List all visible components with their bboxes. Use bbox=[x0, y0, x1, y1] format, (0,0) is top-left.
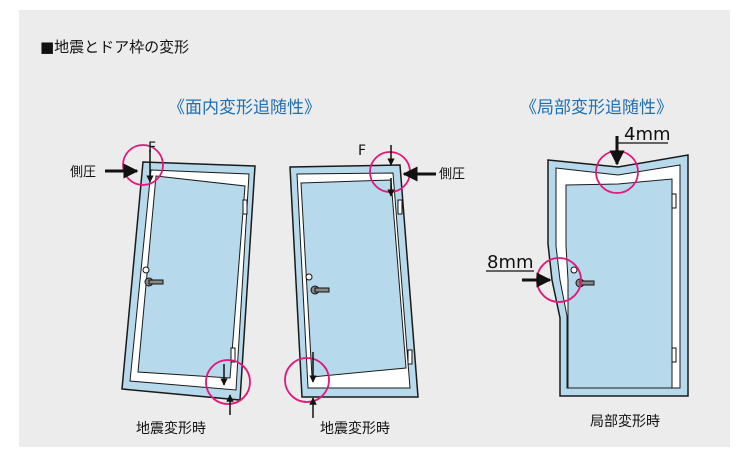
door-2-leaf bbox=[300, 179, 407, 378]
door-1-knob bbox=[142, 266, 150, 274]
door-2-circle-bottom bbox=[284, 357, 330, 403]
door-1-leaf bbox=[137, 175, 246, 379]
force-label-mid: F bbox=[358, 143, 366, 159]
dimension-top: 4mm bbox=[624, 124, 671, 145]
door-3-hinge-bottom bbox=[671, 347, 677, 363]
caption-door-2: 地震変形時 bbox=[320, 420, 390, 437]
heading-local: 《局部変形追随性》 bbox=[520, 98, 673, 118]
door-1-hinge-bottom bbox=[230, 347, 236, 363]
door-1-circle-top bbox=[122, 144, 164, 186]
door-1-handle-lever bbox=[148, 279, 164, 285]
dimension-side: 8mm bbox=[487, 252, 534, 273]
side-pressure-left: 側圧 bbox=[70, 165, 96, 180]
door-1: F 側圧 地震変形時 bbox=[70, 140, 256, 437]
force-label-left: F bbox=[148, 140, 156, 156]
door-3-hinge-top bbox=[671, 193, 677, 209]
door-3-handle-lever bbox=[579, 280, 595, 286]
caption-door-3: 局部変形時 bbox=[590, 413, 660, 430]
door-2: F 側圧 地震変形時 bbox=[284, 143, 465, 437]
door-1-circle-bottom bbox=[205, 359, 251, 405]
door-2-hinge-top bbox=[397, 199, 403, 215]
door-3-knob bbox=[570, 266, 578, 274]
door-2-knob bbox=[305, 273, 313, 281]
door-2-hinge-bottom bbox=[407, 349, 413, 365]
heading-in-plane: 《面内変形追随性》 bbox=[168, 98, 321, 118]
door-1-hinge-top bbox=[242, 199, 248, 215]
caption-door-1: 地震変形時 bbox=[136, 420, 206, 437]
door-2-handle-lever bbox=[314, 287, 330, 293]
door-3: 4mm 8mm 局部変形時 bbox=[486, 124, 689, 430]
page-title: ■地震とドア枠の変形 bbox=[40, 38, 190, 56]
side-pressure-right: 側圧 bbox=[439, 167, 465, 182]
